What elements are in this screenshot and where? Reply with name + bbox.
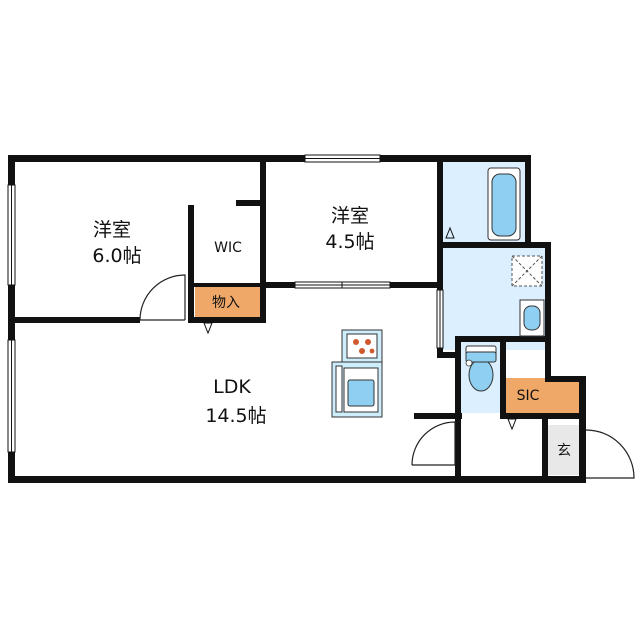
room-ldk-name: LDK [213, 376, 251, 398]
door-arrow-storage [203, 322, 213, 335]
wall-top [8, 155, 530, 162]
wall-wic-right [260, 162, 266, 323]
storage-floor [195, 287, 260, 317]
kitchen-sink-icon [331, 361, 383, 418]
door-hall [411, 421, 456, 466]
wall-hall-top [414, 413, 462, 419]
washing-machine-pan-icon [511, 255, 543, 287]
wall-bath-bottom [443, 242, 525, 248]
room-western-6-size: 6.0帖 [92, 245, 141, 267]
door-arrow-bath [445, 226, 455, 239]
wall-wash-right [545, 242, 551, 382]
wall-bedroom-bottom [15, 317, 140, 323]
window-top-room45 [304, 154, 381, 163]
room-sic-name: SIC [517, 388, 540, 404]
wall-hall-stub [455, 419, 461, 476]
wall-entrance-left [542, 413, 548, 483]
wall-room45-right [437, 162, 443, 358]
wall-wic-left [188, 205, 194, 323]
toilet-icon [465, 345, 497, 392]
window-left-upper [7, 184, 16, 286]
room-western-45-size: 4.5帖 [325, 231, 374, 253]
bathtub-icon [487, 167, 521, 241]
wall-left [8, 155, 15, 483]
wall-wash-bottom [437, 352, 460, 358]
wall-wic-stub [236, 200, 266, 206]
wall-storage-top [188, 283, 266, 287]
door-entrance [585, 429, 635, 479]
window-left-lower [7, 339, 16, 453]
wall-bottom [8, 476, 586, 483]
sliding-door-washroom [436, 289, 444, 349]
door-bedroom [139, 274, 186, 321]
wall-storage-bottom [188, 317, 266, 323]
entrance-floor [548, 425, 580, 475]
room-western-45-name: 洋室 [331, 205, 369, 227]
sic-floor [505, 378, 580, 415]
wash-basin-icon [519, 299, 545, 337]
wall-wash-top-right [525, 242, 551, 248]
wall-entrance-right [579, 376, 586, 483]
room-storage-name: 物入 [212, 295, 240, 311]
room-western-6-name: 洋室 [93, 219, 131, 241]
sliding-door-room45 [294, 281, 391, 289]
wall-sic-top [545, 376, 585, 382]
wall-toilet-right [500, 336, 506, 416]
wall-bath-right [525, 155, 531, 248]
room-ldk-size: 14.5帖 [205, 405, 266, 427]
door-arrow-toilet [507, 418, 517, 431]
kitchen-stove-icon [341, 329, 383, 363]
room-wic-name: WIC [214, 240, 242, 256]
room-entrance-name: 玄 [557, 442, 571, 459]
toilet-paper-icon [465, 359, 473, 367]
wall-toilet-left [455, 336, 461, 416]
